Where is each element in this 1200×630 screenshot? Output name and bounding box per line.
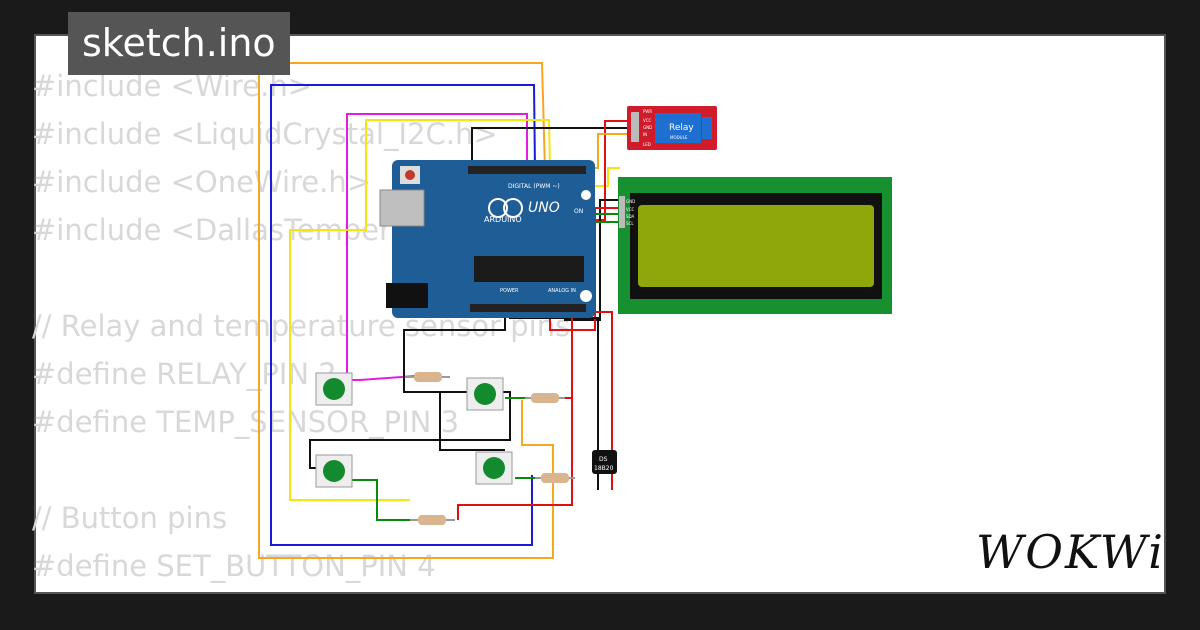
sensor-line-2: 18B20 bbox=[594, 465, 614, 472]
arduino-brand: ARDUINO bbox=[484, 215, 522, 224]
push-button-4[interactable] bbox=[475, 451, 513, 485]
wire-black-buttons bbox=[309, 310, 511, 469]
arduino-on-label: ON bbox=[574, 208, 583, 215]
wire-green-btn3 bbox=[350, 479, 420, 521]
wire-red-lcd-vcc bbox=[549, 207, 628, 331]
code-line-10: // Button pins bbox=[32, 501, 228, 535]
relay-pin-led: LED bbox=[643, 142, 651, 147]
relay-pin-in: IN bbox=[643, 132, 647, 137]
code-line-2: #include <LiquidCrystal_I2C.h> bbox=[32, 117, 498, 151]
wokwi-logo: WOKWi bbox=[976, 525, 1165, 579]
arduino-digital-label: DIGITAL (PWM ~) bbox=[508, 183, 560, 190]
relay-module[interactable]: Relay MODULE PWR VCC GND IN LED bbox=[627, 106, 717, 150]
wire-orange-outer bbox=[258, 62, 554, 559]
relay-pin-pwr: PWR bbox=[643, 109, 652, 114]
lcd-pin-gnd: GND bbox=[626, 199, 635, 204]
lcd-pin-scl: SCL bbox=[626, 221, 634, 226]
relay-pin-vcc: VCC bbox=[643, 118, 652, 123]
temperature-sensor[interactable]: DS 18B20 bbox=[592, 450, 617, 474]
wire-blue-outer bbox=[270, 84, 536, 546]
wire-black-relay bbox=[471, 127, 628, 172]
resistor-4[interactable] bbox=[535, 473, 575, 483]
wire-magenta bbox=[346, 113, 528, 381]
relay-pin-gnd: GND bbox=[643, 125, 652, 130]
resistor-1[interactable] bbox=[405, 372, 450, 382]
resistor-3[interactable] bbox=[410, 515, 455, 525]
arduino-power-label: POWER bbox=[500, 288, 519, 294]
code-line-7: #define RELAY_PIN 2 bbox=[32, 357, 337, 391]
arduino-model: UNO bbox=[528, 200, 560, 216]
arduino-analog-label: ANALOG IN bbox=[548, 288, 576, 294]
lcd-pin-sda: SDA bbox=[626, 214, 635, 219]
lcd-pin-vcc: VCC bbox=[626, 207, 635, 212]
relay-sublabel: MODULE bbox=[670, 135, 688, 140]
wire-yellow-top bbox=[289, 119, 551, 501]
resistor-2[interactable] bbox=[525, 393, 565, 403]
push-button-2[interactable] bbox=[466, 377, 504, 411]
filename-label: sketch.ino bbox=[68, 12, 290, 75]
code-line-8: #define TEMP_SENSOR_PIN 3 bbox=[32, 405, 460, 439]
lcd-display[interactable]: GND VCC SDA SCL bbox=[618, 177, 892, 314]
wire-red-resistors bbox=[457, 311, 573, 520]
sensor-line-1: DS bbox=[599, 456, 608, 463]
push-button-3[interactable] bbox=[315, 454, 353, 488]
push-button-1[interactable] bbox=[315, 372, 353, 406]
wire-black-btn2 bbox=[439, 392, 505, 451]
arduino-uno[interactable]: ARDUINO UNO DIGITAL (PWM ~) POWER ANALOG… bbox=[379, 160, 595, 318]
relay-label: Relay bbox=[669, 123, 694, 133]
